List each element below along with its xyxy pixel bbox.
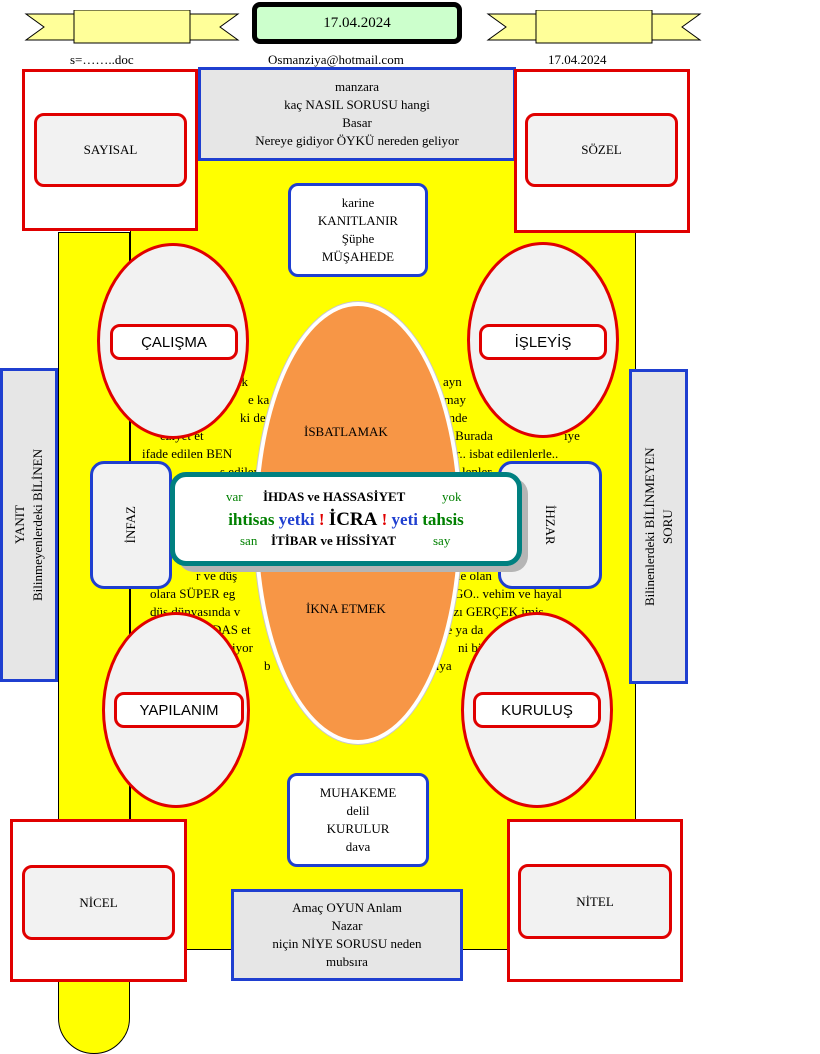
bg-fragment: olara SÜPER eg: [150, 586, 236, 601]
label-kurulus-text: KURULUŞ: [501, 701, 573, 719]
right-side-panel: Bilinenlerdeki BİLİNMEYEN SORU: [629, 369, 688, 684]
bottom-panel-line: mubsıra: [326, 954, 368, 969]
top-center-line: MÜŞAHEDE: [321, 249, 395, 264]
card-san: san: [240, 533, 258, 548]
bg-fragment: ki der: [240, 410, 270, 425]
tile-infaz: İNFAZ: [90, 461, 172, 589]
label-yapilanim: YAPILANIM: [114, 692, 244, 728]
label-yapilanim-text: YAPILANIM: [139, 701, 219, 719]
tile-nitel-label: NİTEL: [576, 893, 614, 909]
bg-fragment: iyor: [232, 640, 253, 655]
bg-fragment: GO.. vehim ve hayal: [454, 586, 562, 601]
label-kurulus: KURULUŞ: [473, 692, 601, 728]
bg-fragment: e ka: [248, 392, 270, 407]
card-ihtisas: ihtisas: [228, 510, 275, 529]
bottom-center-line: dava: [345, 839, 371, 854]
tile-ihzar-label: İHZAR: [543, 505, 558, 545]
tile-sozel: SÖZEL: [525, 113, 678, 187]
top-panel-line: Basar: [342, 115, 372, 130]
left-ribbon-banner: [24, 10, 240, 44]
label-calisma-text: ÇALIŞMA: [141, 333, 207, 351]
top-panel-line: Nereye gidiyor ÖYKÜ nereden geliyor: [255, 133, 459, 148]
card-yeti: yeti: [391, 510, 418, 529]
bg-fragment: ar.. isbat edilenlerle..: [450, 446, 559, 461]
card-bang-2: !: [381, 510, 388, 529]
left-panel-line2: Bilinmeyenlerdeki BİLİNEN: [30, 449, 45, 601]
tile-nicel: NİCEL: [22, 865, 175, 940]
top-center-line: karine: [341, 195, 375, 210]
card-yok: yok: [442, 489, 462, 504]
label-isleyis-text: İŞLEYİŞ: [514, 333, 572, 351]
top-center-line: KANITLANIR: [317, 213, 399, 228]
bg-fragment: ifade edilen BEN: [142, 446, 233, 461]
bg-fragment: b: [264, 658, 271, 673]
card-row-3: san İTİBAR ve HİSSİYAT say: [175, 533, 517, 553]
left-side-panel: YANIT Bilinmeyenlerdeki BİLİNEN: [0, 368, 58, 682]
central-card: var İHDAS ve HASSASİYET yok ihtisas yetk…: [170, 472, 522, 566]
label-isleyis: İŞLEYİŞ: [479, 324, 607, 360]
date-badge-text: 17.04.2024: [323, 14, 391, 31]
date-label-right: 17.04.2024: [548, 52, 607, 67]
bottom-center-line: delil: [346, 803, 370, 818]
tile-nitel: NİTEL: [518, 864, 672, 939]
top-panel: manzara kaç NASIL SORUSU hangi Basar Ner…: [198, 67, 516, 161]
bottom-panel-line: Amaç OYUN Anlam: [292, 900, 402, 915]
top-center-box: karine KANITLANIR Şüphe MÜŞAHEDE: [288, 183, 428, 277]
oval-top-text: İSBATLAMAK: [304, 424, 388, 439]
tile-infaz-label: İNFAZ: [123, 506, 138, 544]
card-var: var: [226, 489, 243, 504]
right-ribbon-banner: [486, 10, 702, 44]
label-calisma: ÇALIŞMA: [110, 324, 238, 360]
card-tahsis: tahsis: [422, 510, 464, 529]
bottom-panel-line: niçin NİYE SORUSU neden: [272, 936, 422, 951]
card-say: say: [433, 533, 451, 548]
card-row-2: ihtisas yetki ! İCRA ! yeti tahsis: [175, 509, 517, 531]
card-row-1: var İHDAS ve HASSASİYET yok: [175, 489, 517, 509]
email-label: Osmanziya@hotmail.com: [268, 52, 404, 67]
right-panel-line2: SORU: [659, 509, 675, 544]
tile-nicel-label: NİCEL: [79, 894, 118, 910]
date-badge: 17.04.2024: [252, 2, 462, 44]
bottom-center-line: KURULUR: [326, 821, 390, 836]
bg-fragment: ne ya da: [440, 622, 484, 637]
right-panel-line1: Bilinenlerdeki BİLİNMEYEN: [641, 447, 657, 606]
tile-sayisal-label: SAYISAL: [83, 142, 138, 157]
tile-sozel-label: SÖZEL: [581, 142, 622, 157]
card-itibar-title: İTİBAR ve HİSSİYAT: [271, 533, 396, 548]
left-panel-line1: YANIT: [12, 505, 27, 545]
top-panel-line: kaç NASIL SORUSU hangi: [284, 97, 430, 112]
tile-sayisal: SAYISAL: [34, 113, 187, 187]
oval-bottom-text: İKNA ETMEK: [306, 601, 386, 616]
bottom-panel-line: Nazar: [331, 918, 363, 933]
top-panel-line: manzara: [334, 79, 380, 94]
bottom-center-box: MUHAKEME delil KURULUR dava: [287, 773, 429, 867]
card-bang-1: !: [318, 510, 325, 529]
card-icra: İCRA: [328, 509, 378, 530]
top-center-line: Şüphe: [341, 231, 375, 246]
card-yetki: yetki: [278, 510, 315, 529]
card-ihdas-title: İHDAS ve HASSASİYET: [263, 489, 406, 504]
file-label: s=……..doc: [70, 52, 134, 67]
bottom-center-line: MUHAKEME: [319, 785, 397, 800]
bottom-panel: Amaç OYUN Anlam Nazar niçin NİYE SORUSU …: [231, 889, 463, 981]
